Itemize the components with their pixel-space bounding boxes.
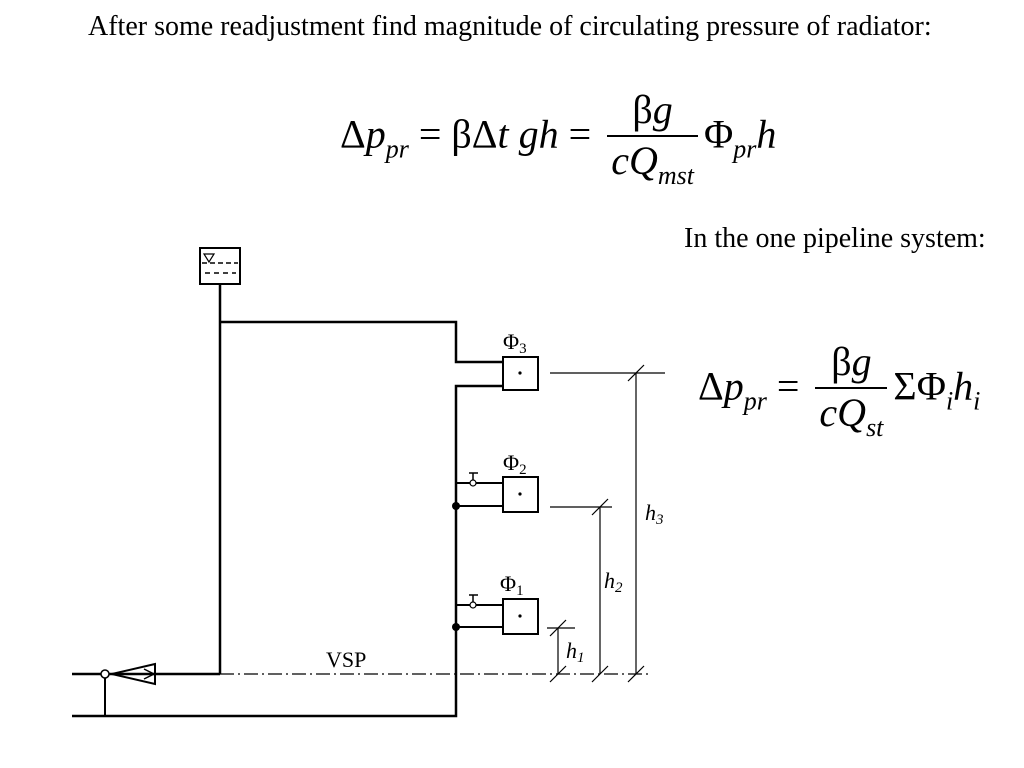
h2-tick: [591, 665, 609, 683]
f2-delta: Δ: [698, 363, 724, 409]
f1-pr: pr: [385, 134, 409, 164]
pump-valve-icon: [100, 669, 110, 679]
f2-eq: =: [766, 363, 800, 409]
f1-delta: Δ: [340, 111, 366, 157]
junction-dot-1: [452, 623, 460, 631]
label-phi3: Φ3: [503, 329, 527, 357]
formula-circulating-pressure: Δppr = βΔt gh = βg cQmst Φprh: [340, 86, 776, 191]
radiator-1-center-dot: [518, 614, 522, 618]
label-h1: h1: [566, 638, 585, 666]
f2-fraction: βg cQst: [815, 338, 888, 443]
f1-t: t: [497, 111, 509, 157]
f2-den-sub: st: [866, 413, 884, 442]
radiator-3: [502, 356, 539, 391]
junction-dot-2: [452, 502, 460, 510]
f1-tail-h: h: [756, 111, 777, 157]
intro-text: After some readjustment find magnitude o…: [88, 11, 932, 42]
pump-arrow-head: [143, 668, 156, 680]
label-phi1: Φ1: [500, 571, 524, 599]
f1-g: g: [508, 111, 539, 157]
f1-den-cq: cQ: [611, 138, 658, 183]
water-level-triangle-icon: [202, 253, 216, 264]
h1-tick: [549, 619, 567, 637]
f2-h: h: [953, 363, 974, 409]
f1-fraction: βg cQmst: [607, 86, 698, 191]
note-one-pipeline: In the one pipeline system:: [684, 223, 986, 254]
f2-den-cq: cQ: [819, 390, 867, 435]
f2-num-g: g: [851, 339, 872, 384]
f2-num-beta: β: [831, 339, 852, 384]
f2-i1: i: [945, 386, 954, 416]
valve-2-icon: [469, 479, 477, 487]
return-riser: [72, 384, 503, 718]
radiator-1: [502, 598, 539, 635]
label-h2: h2: [604, 568, 623, 596]
radiator-3-center-dot: [518, 371, 522, 375]
f1-phi: Φ: [703, 111, 734, 157]
f1-p: p: [365, 111, 386, 157]
label-h3: h3: [645, 500, 664, 528]
f1-eq1: = βΔ: [408, 111, 498, 157]
label-vsp: VSP: [326, 647, 366, 672]
f1-eq2: =: [558, 111, 592, 157]
f2-sum-phi: ΣΦ: [893, 363, 946, 409]
f1-phi-sub: pr: [733, 134, 757, 164]
f2-pr: pr: [743, 386, 767, 416]
valve-1-icon: [469, 601, 477, 609]
f2-p: p: [723, 363, 744, 409]
label-phi2: Φ2: [503, 450, 527, 478]
h2-tick: [591, 498, 609, 516]
f1-num-g: g: [652, 87, 673, 132]
formula-one-pipeline: Δppr = βg cQst ΣΦihi: [698, 338, 980, 443]
h3-tick: [627, 364, 645, 382]
h3-tick: [627, 665, 645, 683]
f2-i2: i: [973, 386, 981, 416]
f1-den-sub: mst: [657, 161, 694, 190]
f1-h: h: [538, 111, 559, 157]
radiator-2-center-dot: [518, 492, 522, 496]
h1-tick: [549, 665, 567, 683]
radiator-2: [502, 476, 539, 513]
f1-num-beta: β: [632, 87, 653, 132]
supply-pipe: [220, 320, 503, 364]
